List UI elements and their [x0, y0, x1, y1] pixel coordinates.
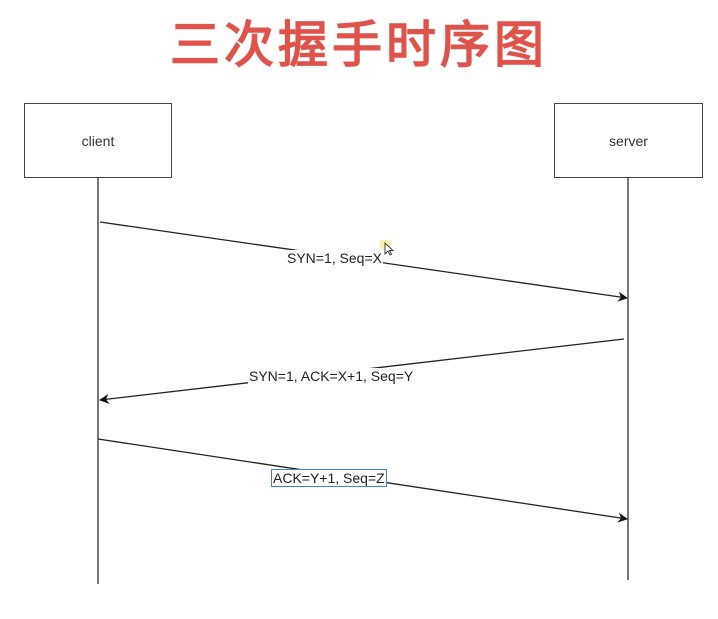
participant-client-label: client	[81, 132, 115, 149]
mouse-cursor-icon	[380, 240, 395, 256]
message-label-syn[interactable]: SYN=1, Seq=X	[286, 250, 383, 266]
participant-server[interactable]: server	[554, 103, 703, 178]
participant-server-label: server	[609, 132, 648, 149]
diagram-title: 三次握手时序图	[170, 16, 548, 74]
participant-client[interactable]: client	[24, 103, 172, 178]
message-label-ack[interactable]: ACK=Y+1, Seq=Z	[271, 469, 387, 487]
message-label-syn-ack[interactable]: SYN=1, ACK=X+1, Seq=Y	[248, 368, 415, 384]
